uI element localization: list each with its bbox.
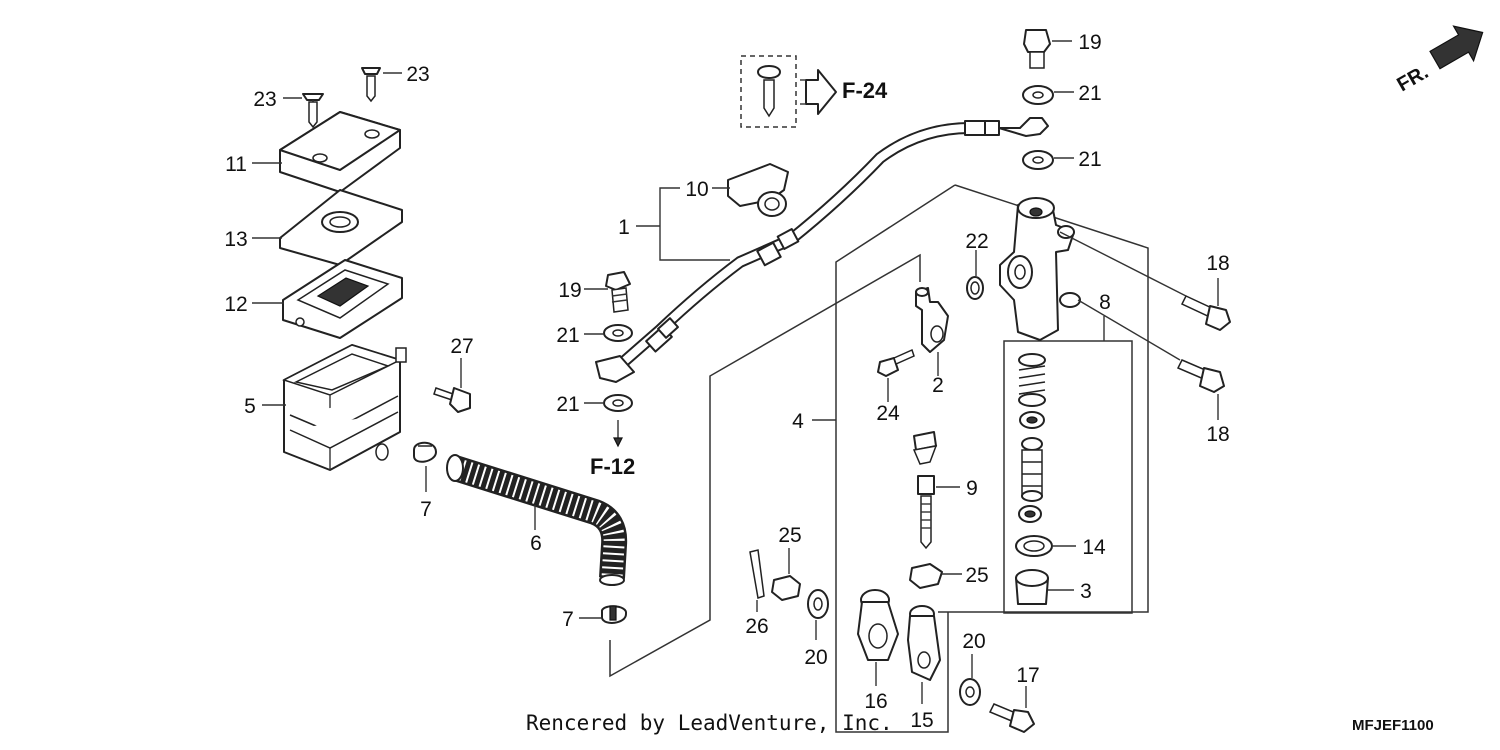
callout-18-upper: 18 — [1206, 252, 1229, 275]
callout-26: 26 — [745, 615, 768, 638]
diaphragm-plate-13 — [279, 189, 403, 266]
master-cylinder-body — [999, 197, 1081, 341]
callout-21-left-lower: 21 — [556, 393, 579, 416]
callout-1: 1 — [618, 216, 630, 239]
joint-2 — [915, 287, 949, 353]
diagram-code: MFJEF1100 — [1352, 717, 1434, 734]
callout-27: 27 — [450, 335, 473, 358]
reservoir-body-5 — [282, 344, 407, 471]
clamp-7-lower — [601, 605, 627, 624]
screw-23-right — [361, 67, 381, 103]
callout-10: 10 — [685, 178, 708, 201]
callout-23-right: 23 — [406, 63, 429, 86]
callout-5: 5 — [244, 395, 256, 418]
leader-lines — [252, 40, 1219, 708]
piston-set-frame — [1003, 340, 1133, 614]
callout-25-left: 25 — [778, 524, 801, 547]
master-cylinder-frame-left — [835, 184, 956, 733]
callout-9: 9 — [966, 477, 978, 500]
callout-6: 6 — [530, 532, 542, 555]
bolt-18-lower — [1176, 359, 1225, 393]
callout-7-upper: 7 — [420, 498, 432, 521]
callout-25-right: 25 — [965, 564, 988, 587]
screw-23-left — [302, 93, 324, 129]
washer-21-right-upper — [1022, 85, 1054, 105]
callout-21-right-lower: 21 — [1078, 148, 1101, 171]
reservoir-cap-11 — [279, 111, 401, 193]
push-rod-9 — [912, 431, 938, 550]
cup-seal-lower — [1018, 505, 1042, 523]
callout-15: 15 — [910, 709, 933, 732]
callout-19-right: 19 — [1078, 31, 1101, 54]
screw-24 — [877, 348, 915, 377]
nut-25-right — [909, 563, 943, 589]
piston — [1021, 437, 1043, 502]
cup-seal-upper — [1019, 411, 1045, 429]
callout-7-lower: 7 — [562, 608, 574, 631]
hose-clamp-10 — [727, 163, 789, 217]
o-ring-22 — [966, 276, 984, 300]
direction-label: FR. — [1393, 61, 1432, 96]
callout-2: 2 — [932, 374, 944, 397]
reference-f24: F-24 — [842, 78, 888, 103]
brake-hose-1 — [595, 117, 1049, 383]
washer-20-right — [959, 678, 981, 706]
joint-16 — [857, 589, 899, 661]
spring — [1018, 353, 1046, 407]
callout-3: 3 — [1080, 580, 1092, 603]
washer-21-right-lower — [1022, 150, 1054, 170]
bolt-19-right — [1023, 29, 1051, 69]
f24-reference-box — [740, 55, 837, 128]
cotter-pin-26 — [749, 549, 765, 599]
callout-4: 4 — [792, 410, 804, 433]
reference-f12: F-12 — [590, 454, 635, 479]
callout-17: 17 — [1016, 664, 1039, 687]
washer-20-left — [807, 589, 829, 619]
callout-21-right-upper: 21 — [1078, 82, 1101, 105]
callout-21-left-upper: 21 — [556, 324, 579, 347]
f12-arrow-head — [613, 437, 623, 448]
boot-3 — [1015, 569, 1049, 605]
front-direction-arrow-icon — [1429, 25, 1484, 70]
callout-14: 14 — [1082, 536, 1106, 559]
callout-24: 24 — [876, 402, 900, 425]
washer-21-left-lower — [603, 394, 633, 412]
hose-assembly-frame — [609, 253, 921, 678]
callout-18-lower: 18 — [1206, 423, 1229, 446]
bolt-17 — [988, 703, 1035, 733]
callout-16: 16 — [864, 690, 887, 713]
callout-23-left: 23 — [253, 88, 276, 111]
circlip-14 — [1015, 535, 1053, 557]
clevis-15 — [907, 605, 941, 681]
nut-25-left — [771, 575, 801, 601]
callout-8: 8 — [1099, 291, 1111, 314]
callout-20-left: 20 — [804, 646, 827, 669]
callout-11: 11 — [225, 153, 247, 176]
callout-19-left: 19 — [558, 279, 581, 302]
bolt-19-left — [605, 271, 631, 313]
callout-22: 22 — [965, 230, 988, 253]
watermark-text: Rencered by LeadVenture, Inc. — [526, 711, 893, 735]
bolt-18-upper — [1180, 295, 1231, 331]
callout-12: 12 — [224, 293, 247, 316]
clamp-7-upper — [413, 441, 437, 463]
reservoir-hose-6 — [446, 454, 628, 586]
callout-13: 13 — [224, 228, 247, 251]
bolt-27 — [433, 387, 471, 413]
washer-21-left-upper — [603, 324, 633, 342]
diaphragm-12 — [282, 259, 403, 339]
callout-20-right: 20 — [962, 630, 985, 653]
